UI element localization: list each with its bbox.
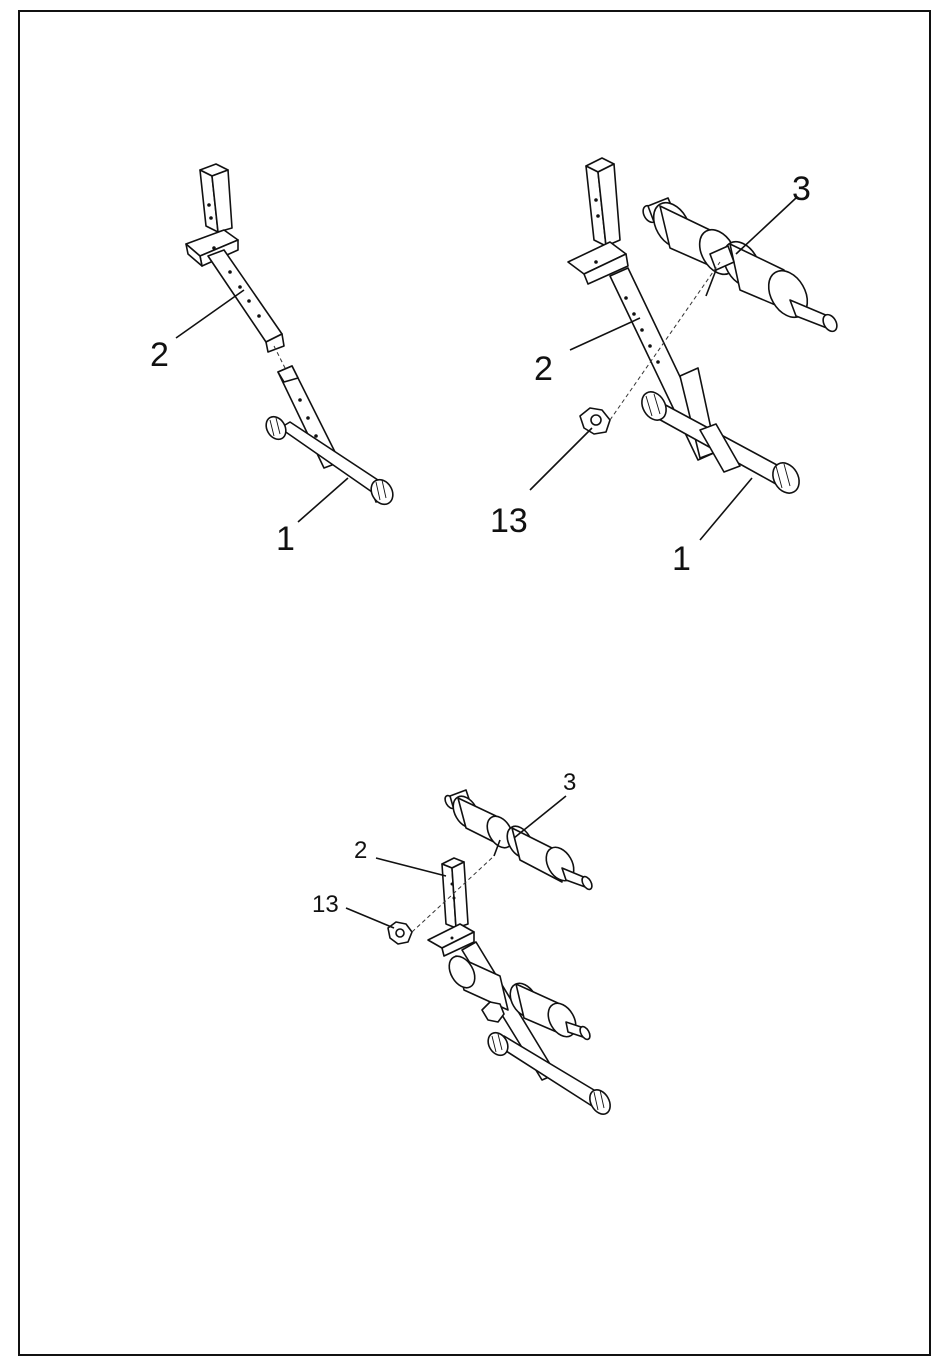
step2-label-roller: 3 bbox=[792, 170, 811, 208]
step3-leader-13 bbox=[346, 908, 394, 928]
step3-label-roller: 3 bbox=[563, 769, 576, 796]
step3-base bbox=[484, 1029, 614, 1118]
step2-leader-3 bbox=[736, 198, 796, 254]
step3-knob-part13 bbox=[388, 922, 412, 944]
step2-figure: 3 2 13 1 bbox=[490, 158, 840, 578]
step1-label-upright: 2 bbox=[150, 336, 169, 374]
step2-leader-2 bbox=[570, 318, 640, 350]
step2-leader-13 bbox=[530, 428, 592, 490]
step3-figure: 3 2 13 bbox=[312, 769, 614, 1118]
step1-leader-1 bbox=[298, 478, 348, 522]
step3-label-knob: 13 bbox=[312, 891, 339, 918]
step3-label-upright: 2 bbox=[354, 837, 367, 864]
step2-label-knob: 13 bbox=[490, 502, 528, 540]
step2-label-upright: 2 bbox=[534, 350, 553, 388]
step2-label-base: 1 bbox=[672, 540, 691, 578]
step2-base-part1 bbox=[637, 388, 804, 498]
step1-figure: 2 1 bbox=[150, 164, 397, 558]
step2-roller-part3 bbox=[640, 196, 839, 334]
step1-upright-part2 bbox=[186, 164, 284, 352]
step3-leader-2 bbox=[376, 858, 446, 876]
step1-base-part1 bbox=[262, 366, 397, 508]
step2-knob-part13 bbox=[580, 408, 610, 434]
step1-leader-2 bbox=[176, 290, 244, 338]
step2-leader-1 bbox=[700, 478, 752, 540]
step3-leader-3 bbox=[514, 796, 566, 838]
step1-label-base: 1 bbox=[276, 520, 295, 558]
